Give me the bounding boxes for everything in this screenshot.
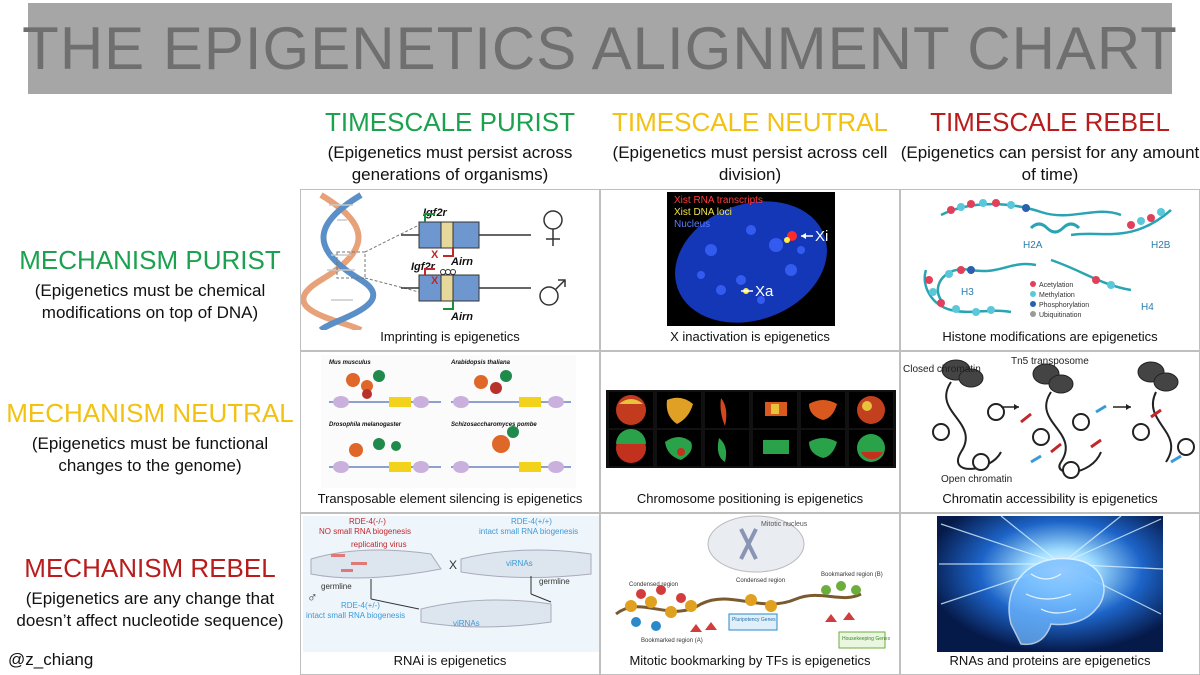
- condensed-label: Condensed region: [629, 582, 678, 588]
- germline-label: germline: [321, 582, 352, 591]
- histone-modification-diagram: H2A H2B H3 H4 Acetylation Methylation Ph…: [923, 199, 1172, 319]
- column-subtitle: (Epigenetics must persist across generat…: [327, 143, 573, 184]
- cell-imprinting: Igf2r Airn X Igf2r Airn X Imprinting is …: [300, 189, 600, 351]
- rde-sublabel: NO small RNA biogenesis: [319, 527, 411, 536]
- legend-acetylation: Acetylation: [1039, 282, 1073, 289]
- alignment-grid: Igf2r Airn X Igf2r Airn X Imprinting is …: [300, 189, 1200, 675]
- row-heading: MECHANISM NEUTRAL: [6, 398, 294, 428]
- histone-h3-label: H3: [961, 287, 974, 298]
- column-header-timescale-rebel: TIMESCALE REBEL (Epigenetics can persist…: [900, 106, 1200, 186]
- cell-rnas-and-proteins: RNAs and proteins are epigenetics: [900, 513, 1200, 675]
- cell-caption: X inactivation is epigenetics: [670, 329, 830, 344]
- chromosome-positioning-micrographs: [606, 390, 896, 468]
- chromatin-accessibility-diagram: Closed chromatin Open chromatin Tn5 tran…: [903, 356, 1195, 485]
- column-subtitle: (Epigenetics must persist across cell di…: [612, 143, 888, 184]
- pluripotency-genes-label: Pluripotency Genes: [732, 617, 776, 623]
- imprinting-diagram: Igf2r Airn X Igf2r Airn X: [301, 192, 566, 330]
- condensed-label: Condensed region: [736, 578, 785, 584]
- species-label: Drosophila melanogaster: [329, 422, 402, 428]
- nucleus-label: Mitotic nucleus: [761, 521, 808, 528]
- cross-label: X: [449, 558, 457, 572]
- species-label: Schizosaccharomyces pombe: [451, 422, 537, 428]
- row-heading: MECHANISM PURIST: [19, 245, 281, 275]
- row-subtitle: (Epigenetics are any change that doesn’t…: [16, 589, 284, 630]
- closed-chromatin-label: Closed chromatin: [903, 364, 981, 375]
- column-heading: TIMESCALE NEUTRAL: [612, 107, 888, 137]
- xa-label: Xa: [755, 283, 774, 300]
- legend-phosphorylation: Phosphorylation: [1039, 302, 1089, 309]
- xi-label: Xi: [815, 228, 828, 245]
- rde-label: RDE-4(+/-): [341, 601, 380, 610]
- rde-label: RDE-4(+/+): [511, 517, 552, 526]
- cell-caption: Transposable element silencing is epigen…: [317, 491, 583, 506]
- histone-h2b-label: H2B: [1151, 240, 1171, 251]
- mitotic-bookmarking-diagram: Mitotic nucleus Condensed region Condens…: [615, 515, 891, 649]
- rde-sublabel: intact small RNA biogenesis: [306, 611, 405, 620]
- virna-label: viRNAs: [506, 559, 533, 568]
- housekeeping-genes-label: Housekeeping Genes: [842, 636, 891, 642]
- bookmarked-label: Bookmarked region (A): [641, 638, 703, 644]
- page-title: THE EPIGENETICS ALIGNMENT CHART: [22, 15, 1178, 82]
- rde-label: RDE-4(-/-): [349, 517, 386, 526]
- gene-label: Airn: [450, 256, 473, 268]
- cell-x-inactivation: Xist RNA transcripts Xist DNA loci Nucle…: [600, 189, 900, 351]
- glowing-brain-image: [937, 515, 1164, 652]
- virus-label: replicating virus: [351, 540, 407, 549]
- cell-caption: Mitotic bookmarking by TFs is epigenetic…: [629, 653, 871, 668]
- bookmarked-label: Bookmarked region (B): [821, 572, 883, 578]
- histone-h2a-label: H2A: [1023, 240, 1043, 251]
- column-heading: TIMESCALE REBEL: [930, 107, 1170, 137]
- cell-mitotic-bookmarking: Mitotic nucleus Condensed region Condens…: [600, 513, 900, 675]
- germline-label: germline: [539, 577, 570, 586]
- gene-label: Igf2r: [411, 261, 436, 273]
- rde-sublabel: intact small RNA biogenesis: [479, 527, 578, 536]
- row-heading: MECHANISM REBEL: [24, 553, 276, 583]
- row-header-mechanism-rebel: MECHANISM REBEL (Epigenetics are any cha…: [0, 552, 300, 632]
- gene-label: Igf2r: [423, 207, 448, 219]
- species-label: Arabidopsis thaliana: [450, 360, 511, 366]
- author-handle: @z_chiang: [8, 650, 94, 669]
- species-label: Mus musculus: [329, 360, 371, 366]
- cell-caption: Chromatin accessibility is epigenetics: [942, 491, 1158, 506]
- open-chromatin-label: Open chromatin: [941, 474, 1012, 485]
- legend-xist-dna: Xist DNA loci: [674, 207, 732, 218]
- rnai-diagram: RDE-4(-/-) NO small RNA biogenesis repli…: [303, 516, 599, 652]
- tn5-label: Tn5 transposome: [1011, 356, 1089, 367]
- male-symbol: ♂: [307, 589, 318, 605]
- row-header-mechanism-purist: MECHANISM PURIST (Epigenetics must be ch…: [0, 244, 300, 324]
- cell-caption: RNAi is epigenetics: [393, 653, 507, 668]
- row-header-mechanism-neutral: MECHANISM NEUTRAL (Epigenetics must be f…: [0, 397, 300, 477]
- x-inactivation-micrograph: Xist RNA transcripts Xist DNA loci Nucle…: [667, 192, 835, 326]
- legend-nucleus: Nucleus: [674, 219, 710, 230]
- cell-rnai: RDE-4(-/-) NO small RNA biogenesis repli…: [300, 513, 600, 675]
- cell-caption: RNAs and proteins are epigenetics: [949, 653, 1151, 668]
- row-subtitle: (Epigenetics must be functional changes …: [31, 434, 269, 475]
- cell-transposable-element-silencing: Mus musculus Arabidopsis thaliana Drosop…: [300, 351, 600, 513]
- legend-xist-rna: Xist RNA transcripts: [674, 195, 763, 206]
- column-heading: TIMESCALE PURIST: [325, 107, 575, 137]
- te-silencing-diagram: Mus musculus Arabidopsis thaliana Drosop…: [321, 355, 576, 488]
- virna-label: viRNAs: [453, 619, 480, 628]
- column-header-timescale-purist: TIMESCALE PURIST (Epigenetics must persi…: [300, 106, 600, 186]
- row-subtitle: (Epigenetics must be chemical modificati…: [34, 281, 266, 322]
- x-mark: X: [431, 275, 439, 287]
- legend-methylation: Methylation: [1039, 292, 1075, 299]
- histone-h4-label: H4: [1141, 302, 1154, 313]
- cell-histone-modifications: H2A H2B H3 H4 Acetylation Methylation Ph…: [900, 189, 1200, 351]
- column-subtitle: (Epigenetics can persist for any amount …: [900, 143, 1200, 184]
- legend-ubiquitination: Ubiquitination: [1039, 312, 1082, 319]
- cell-caption: Chromosome positioning is epigenetics: [636, 491, 864, 506]
- cell-chromatin-accessibility: Closed chromatin Open chromatin Tn5 tran…: [900, 351, 1200, 513]
- cell-caption: Imprinting is epigenetics: [380, 329, 520, 344]
- x-mark: X: [431, 249, 439, 261]
- cell-caption: Histone modifications are epigenetics: [942, 329, 1158, 344]
- title-banner: THE EPIGENETICS ALIGNMENT CHART: [22, 3, 1177, 94]
- column-header-timescale-neutral: TIMESCALE NEUTRAL (Epigenetics must pers…: [600, 106, 900, 186]
- gene-label: Airn: [450, 311, 473, 323]
- cell-chromosome-positioning: Chromosome positioning is epigenetics: [600, 351, 900, 513]
